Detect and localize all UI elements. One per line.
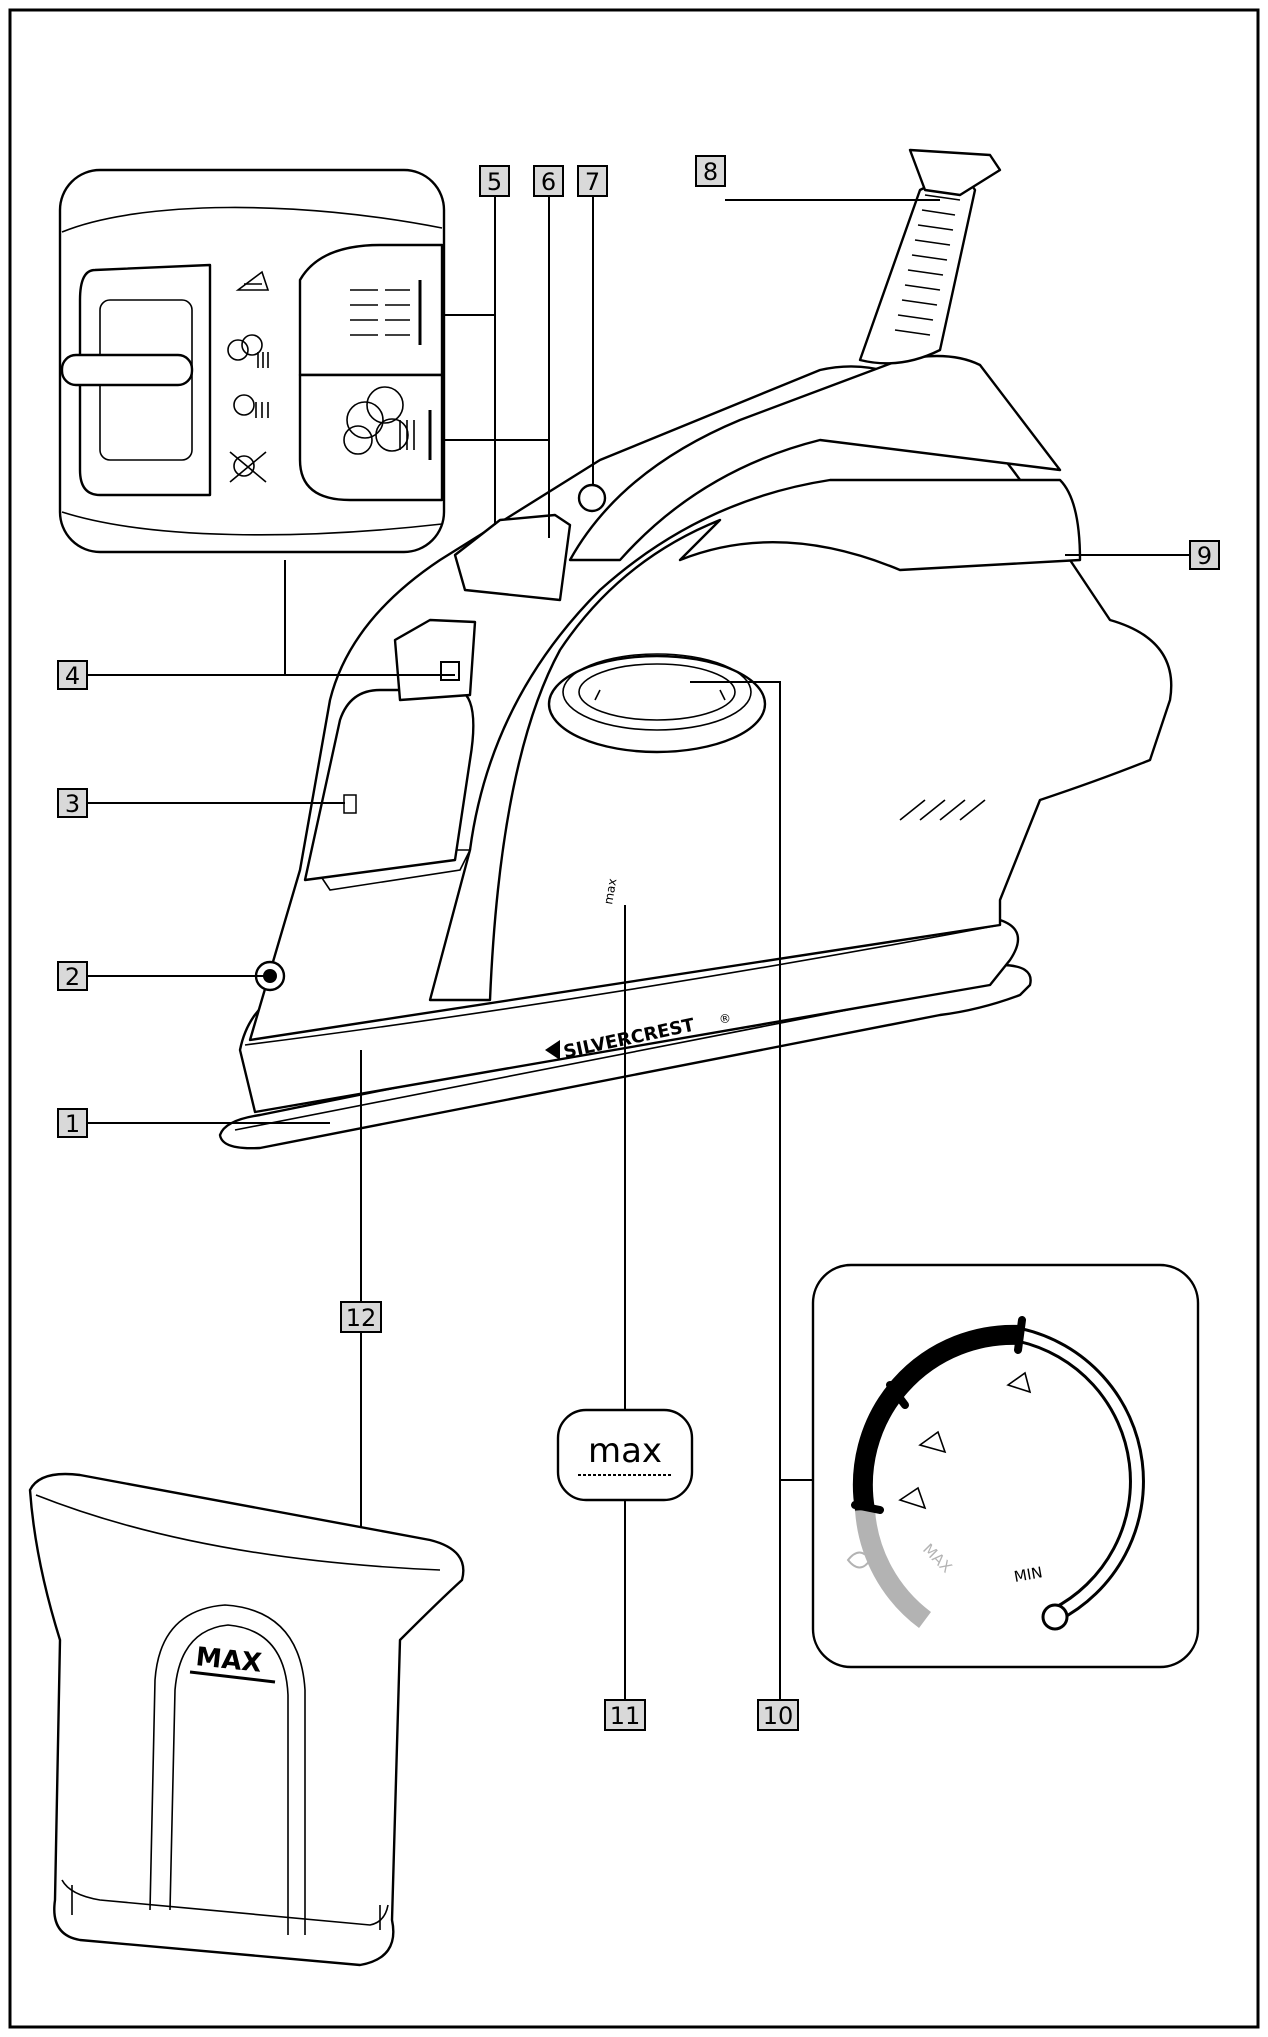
measuring-cup: MAX	[28, 1472, 465, 1967]
dial-detail-panel: MAX MIN	[811, 1263, 1200, 1669]
svg-text:6: 6	[541, 168, 556, 196]
temperature-dial	[547, 654, 767, 754]
svg-text:3: 3	[65, 790, 80, 818]
burst-button	[453, 513, 572, 602]
dial-hot-arc	[852, 1324, 1021, 1512]
dry-icon	[235, 270, 270, 291]
dial-min-label: MIN	[1013, 1563, 1044, 1586]
steam-burst-icon	[343, 386, 432, 460]
two-dot-icon	[918, 1430, 947, 1454]
one-dot-icon	[898, 1486, 927, 1510]
callout-8: 8	[695, 155, 726, 187]
callout-10: 10	[757, 1699, 799, 1731]
svg-text:9: 9	[1197, 542, 1212, 570]
dial-steam-arc	[855, 1509, 932, 1629]
callout-3: 3	[57, 788, 88, 818]
callout-1: 1	[57, 1108, 88, 1138]
no-steam-icon	[229, 451, 267, 483]
svg-text:5: 5	[487, 168, 502, 196]
auto-clean-button	[577, 483, 607, 513]
svg-text:2: 2	[65, 963, 80, 991]
callout-12: 12	[340, 1301, 382, 1333]
svg-text:7: 7	[585, 168, 600, 196]
cord-guard	[858, 173, 977, 365]
svg-text:8: 8	[703, 158, 718, 186]
callout-9: 9	[1189, 540, 1220, 570]
callout-4: 4	[57, 660, 88, 690]
steam-max-icon	[227, 334, 269, 368]
brand-registered-mark: ®	[718, 1011, 733, 1027]
max-badge-text: max	[588, 1431, 662, 1471]
callout-5: 5	[479, 165, 510, 197]
spray-dashes	[350, 280, 422, 345]
svg-text:4: 4	[65, 662, 80, 690]
page-frame	[8, 8, 1260, 2029]
iron-max-mark: max	[601, 877, 619, 905]
svg-text:11: 11	[610, 1702, 641, 1730]
steam-grey-icon	[846, 1551, 872, 1569]
callout-6: 6	[533, 165, 564, 197]
steam-min-icon	[233, 394, 269, 418]
slider-knob	[60, 353, 194, 387]
max-badge: max	[556, 1408, 694, 1502]
steam-iron: SILVERCREST ® max	[218, 148, 1173, 1150]
svg-text:12: 12	[346, 1304, 377, 1332]
callout-11: 11	[604, 1699, 646, 1731]
callout-2: 2	[57, 961, 88, 991]
three-dot-icon	[1006, 1371, 1032, 1394]
steam-slider	[393, 618, 477, 702]
steam-selector-inset	[58, 168, 446, 554]
leader-lines	[87, 196, 1190, 1700]
svg-text:10: 10	[763, 1702, 794, 1730]
svg-text:1: 1	[65, 1110, 80, 1138]
callout-7: 7	[577, 165, 608, 197]
